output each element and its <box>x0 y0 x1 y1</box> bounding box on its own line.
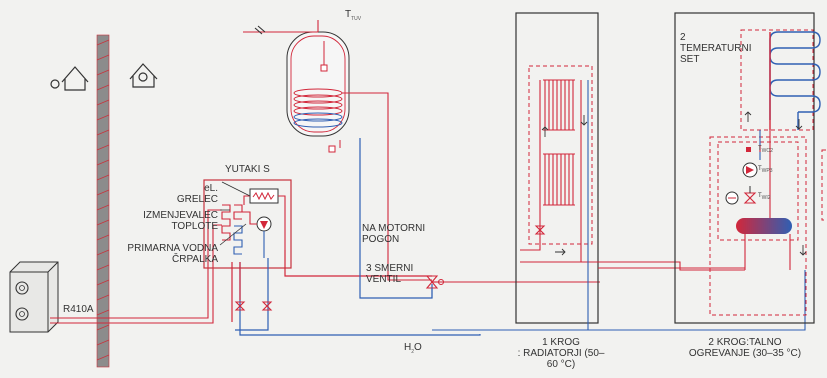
circuit1-line3: 60 °C) <box>546 359 576 370</box>
circuit2-label: 2 KROG:TALNO OGREVANJE (30–35 °C) <box>670 337 820 359</box>
circuit1-line2: : RADIATORJI (50– <box>517 348 605 359</box>
heat-exchanger-label: IZMENJEVALEC TOPLOTE <box>96 210 218 232</box>
sensor-b-label: TWP3 <box>758 164 773 177</box>
temperature-set-label: 2 TEMERATURNI SET <box>680 32 751 65</box>
motor-label-line1: NA MOTORNI <box>362 223 426 234</box>
three-way-valve-line2: VENTIL <box>366 274 402 285</box>
circuit1-label: 1 KROG : RADIATORJI (50– 60 °C) <box>506 337 616 370</box>
sensor-a-label: TWO2 <box>758 144 773 157</box>
sensor-c-sub: WI2 <box>761 195 771 202</box>
circuit2-line2: OGREVANJE (30–35 °C) <box>688 348 802 359</box>
mixing-valve-icon <box>725 186 757 205</box>
sensor-c-label: TWI2 <box>758 191 771 204</box>
water-sub: 2 <box>411 349 415 355</box>
outdoor-house-icon <box>50 66 89 91</box>
water-main: H <box>404 342 412 353</box>
temperature-set-line3: SET <box>680 54 700 65</box>
tank-temp-main: T <box>345 9 352 20</box>
motor-label: NA MOTORNI POGON <box>362 223 425 245</box>
circuit2-line1: 2 KROG:TALNO <box>708 337 782 348</box>
heater-label-line2: GRELEC <box>176 194 218 205</box>
water-label: H2O <box>404 342 422 358</box>
refrigerant-pipes <box>50 209 222 324</box>
wall <box>96 34 110 368</box>
yutaki-unit <box>203 179 292 269</box>
heat-exchanger-line1: IZMENJEVALEC <box>143 210 218 221</box>
pump-icon <box>742 162 758 178</box>
outdoor-unit-icon <box>9 261 59 333</box>
tank-icon <box>736 218 792 234</box>
pump-icon <box>256 216 272 232</box>
three-way-valve-line1: 3 SMERNI <box>366 263 414 274</box>
tank-temp-sub: TUV <box>351 16 362 22</box>
heater-label: eL. GRELEC <box>140 183 218 205</box>
indoor-house-icon <box>129 63 158 88</box>
circuit2-box <box>674 12 827 324</box>
tank-temp-label: TTUV <box>345 9 361 25</box>
yutaki-label: YUTAKI S <box>225 164 270 175</box>
heater-icon <box>249 188 279 204</box>
tank-icon <box>286 31 350 153</box>
sensor-b-main: T <box>758 166 762 172</box>
sensor-c-main: T <box>758 193 762 199</box>
refrigerant-label: R410A <box>63 304 94 315</box>
heater-label-line1: eL. <box>204 183 218 194</box>
primary-pump-line1: PRIMARNA VODNA <box>127 243 218 254</box>
three-way-valve-label: 3 SMERNI VENTIL <box>366 263 413 285</box>
sensor-b-sub: WP3 <box>761 168 773 175</box>
primary-pump-line2: ČRPALKA <box>172 254 218 265</box>
motor-label-line2: POGON <box>362 234 400 245</box>
primary-pump-label: PRIMARNA VODNA ČRPALKA <box>96 243 218 265</box>
circuit1-line1: 1 KROG <box>542 337 580 348</box>
valve-icon <box>234 301 273 311</box>
circuit1-box <box>515 12 599 324</box>
valve-icon <box>534 225 546 235</box>
temperature-set-line2: TEMERATURNI <box>680 43 752 54</box>
sensor-a-sub: WO2 <box>761 148 774 155</box>
heat-exchanger-line2: TOPLOTE <box>171 221 219 232</box>
sensor-a-main: T <box>758 146 762 152</box>
water-end: O <box>414 342 422 353</box>
temperature-set-line1: 2 <box>680 32 686 43</box>
